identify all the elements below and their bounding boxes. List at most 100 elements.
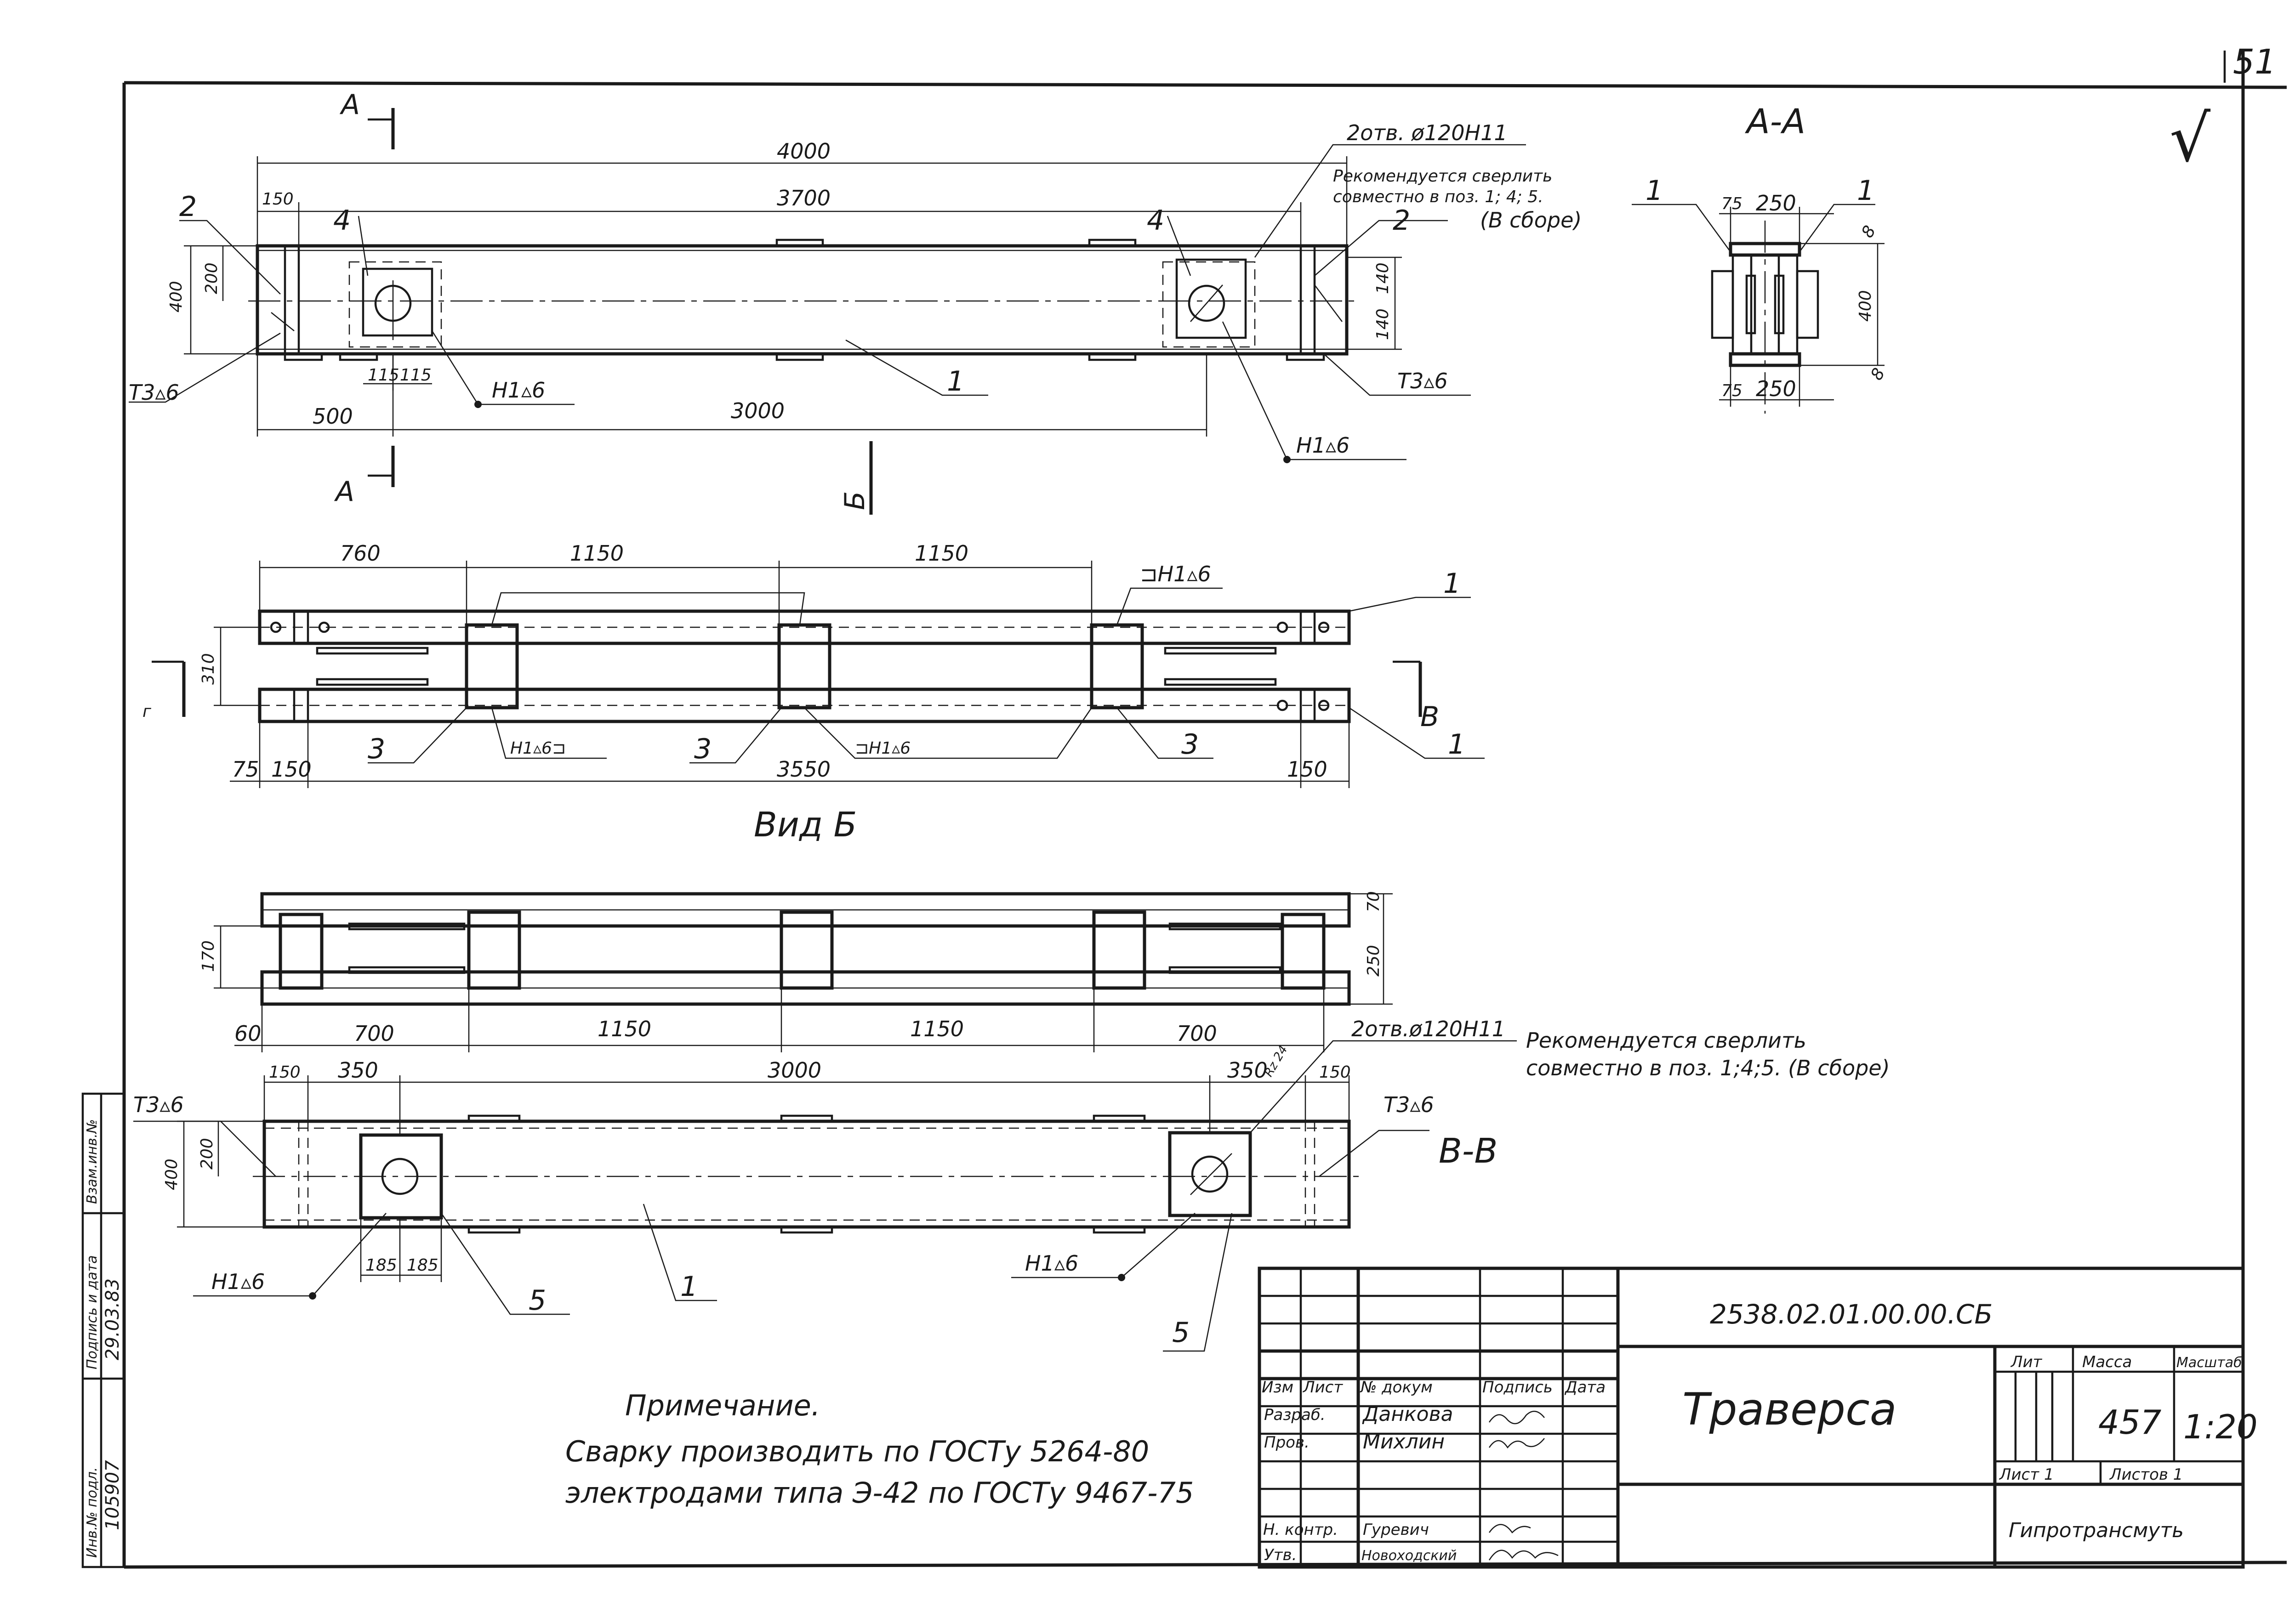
- vb-span: 3550: [777, 757, 831, 782]
- signature-1: [1488, 1411, 1545, 1425]
- mark-r: г: [142, 702, 152, 721]
- vv-pos-1: 1: [680, 1271, 698, 1303]
- vv-h: 400: [162, 1158, 181, 1190]
- tb-name: Траверса: [1682, 1384, 1897, 1435]
- tb-h-izm: Изм: [1262, 1378, 1293, 1397]
- dim-span: 3000: [731, 398, 785, 423]
- section-vv: 150 350 3000 350 Rz 24 150 400 200 185 1…: [133, 1016, 1890, 1352]
- vb-pos-3-c: 3: [1181, 728, 1199, 761]
- pos-1-plan: 1: [947, 365, 964, 397]
- tb-scale: 1:20: [2183, 1408, 2258, 1446]
- plan-view: 4000 3700 150 400 200 115 115 500 3000 1…: [129, 89, 1582, 515]
- dim-pad-a: 115: [368, 366, 399, 385]
- vv-weld-t3-right: Т3▵6: [1384, 1092, 1434, 1117]
- tb-role-0: Разраб.: [1264, 1406, 1326, 1424]
- stamp-inv-dupl: Взам.инв.№: [84, 1119, 100, 1204]
- tb-code: 2538.02.01.00.00.СБ: [1710, 1299, 1993, 1330]
- vv-end: 150: [269, 1063, 301, 1082]
- vb-end2: 150: [271, 757, 312, 782]
- side-stamp: Взам.инв.№ Подпись и дата Инв.№ подл. 29…: [81, 1092, 125, 1568]
- pos-2-right: 2: [1393, 204, 1410, 237]
- view-b: 760 1150 1150 310 75 150 3550 150 г В 1 …: [142, 541, 1485, 845]
- tb-h-date: Дата: [1564, 1378, 1606, 1397]
- vb-weld-h1-top: ⊐Н1▵6: [1140, 562, 1211, 586]
- tb-h-list: Лист: [1302, 1378, 1343, 1397]
- signature-4: [1488, 1550, 1559, 1561]
- vb-end3: 150: [1287, 757, 1327, 782]
- note-top-recommend-1: Рекомендуется сверлить: [1333, 167, 1552, 186]
- note-top-holes: 2отв. ø120Н11: [1347, 120, 1508, 145]
- stamp-inv-orig: Инв.№ подл.: [84, 1467, 100, 1558]
- section-vv-title: В-В: [1439, 1131, 1498, 1171]
- tb-org: Гипротрансмуть: [2009, 1519, 2184, 1542]
- tv-b: 1150: [598, 1016, 651, 1041]
- section-aa: А-А 75 250 400 8 8 75 250 1 1: [1632, 102, 1889, 414]
- tv-h2: 250: [1364, 945, 1383, 977]
- signature-2: [1488, 1438, 1545, 1449]
- section-aa-title: А-А: [1745, 102, 1805, 142]
- vb-mid2: 1150: [915, 541, 968, 566]
- weld-dot: [474, 401, 482, 408]
- dim-overall: 4000: [777, 139, 831, 164]
- tb-h-doc: № докум: [1360, 1378, 1433, 1397]
- aa-lower-thk: 8: [1867, 365, 1889, 383]
- aa-thk: 8: [1858, 222, 1879, 241]
- vv-span: 3000: [768, 1058, 821, 1083]
- tb-h-sign: Подпись: [1482, 1378, 1553, 1397]
- mark-v: В: [1420, 701, 1439, 733]
- aa-lower-web: 250: [1756, 376, 1796, 401]
- vb-pos-1-top: 1: [1443, 568, 1461, 600]
- vv-weld-h1-right: Н1▵6: [1025, 1251, 1078, 1276]
- vv-half: 200: [198, 1138, 216, 1170]
- vb-pos-1-bottom: 1: [1448, 728, 1465, 761]
- tb-h-mass: Масса: [2082, 1353, 2132, 1371]
- weld-dot: [309, 1292, 316, 1300]
- tv-top: 70: [1364, 891, 1383, 912]
- mark-a-bottom: А: [334, 476, 354, 508]
- vb-left: 760: [340, 541, 381, 566]
- general-note: Примечание. Сварку производить по ГОСТу …: [565, 1389, 1194, 1510]
- tb-role-3: Утв.: [1264, 1546, 1297, 1564]
- vb-weld-h1-mid: ⊐Н1▵6: [855, 739, 911, 758]
- drawing-frame: [122, 51, 2287, 1569]
- title-block: Изм Лист № докум Подпись Дата Разраб. Да…: [1258, 1266, 2258, 1569]
- weld-h1-plan-right: Н1▵6: [1296, 433, 1349, 458]
- weld-dot: [1118, 1274, 1125, 1281]
- tv-d: 700: [1177, 1021, 1217, 1046]
- mark-b: Б: [839, 491, 871, 510]
- tb-name-0: Данкова: [1362, 1403, 1453, 1426]
- tv-end: 60: [234, 1021, 262, 1046]
- stamp-inv-value: 105907: [102, 1460, 123, 1530]
- tb-role-2: Н. контр.: [1263, 1521, 1338, 1539]
- aa-h: 400: [1856, 290, 1875, 322]
- tb-sheet: Лист 1: [1999, 1465, 2054, 1484]
- tb-sheets: Листов 1: [2109, 1465, 2183, 1484]
- note-line-1: Сварку производить по ГОСТу 5264-80: [565, 1435, 1149, 1468]
- view-b-title: Вид Б: [754, 805, 857, 845]
- tb-h-scale: Масштаб: [2176, 1355, 2242, 1371]
- weld-t3-right: Т3▵6: [1397, 369, 1448, 393]
- top-view-2: 170 70 250 60 700 1150 1150 700: [199, 891, 1393, 1052]
- vv-b: 350: [1227, 1058, 1268, 1083]
- dim-inner: 3700: [777, 186, 831, 210]
- aa-pos-1-right: 1: [1857, 175, 1874, 207]
- aa-pos-1-left: 1: [1646, 175, 1663, 207]
- tb-name-1: Михлин: [1363, 1430, 1445, 1454]
- note-bottom-recommend-1: Рекомендуется сверлить: [1526, 1028, 1806, 1053]
- vv-p2: 185: [407, 1256, 438, 1275]
- tb-role-1: Пров.: [1264, 1433, 1310, 1452]
- aa-web: 250: [1756, 191, 1796, 216]
- note-top-recommend-2: совместно в поз. 1; 4; 5.: [1333, 187, 1543, 206]
- aa-flange: 75: [1721, 194, 1742, 213]
- note-line-2: электродами типа Э-42 по ГОСТу 9467-75: [565, 1476, 1194, 1510]
- weld-t3-left: Т3▵6: [129, 380, 179, 405]
- tb-mass: 457: [2098, 1403, 2162, 1442]
- vb-pos-3-a: 3: [368, 733, 385, 765]
- tb-name-3: Новоходский: [1361, 1548, 1457, 1564]
- tv-c: 1150: [910, 1016, 964, 1041]
- vv-a: 350: [338, 1058, 378, 1083]
- tb-name-2: Гуревич: [1363, 1521, 1429, 1539]
- vv-pos-5-left: 5: [529, 1284, 546, 1317]
- dim-r1: 140: [1373, 308, 1392, 340]
